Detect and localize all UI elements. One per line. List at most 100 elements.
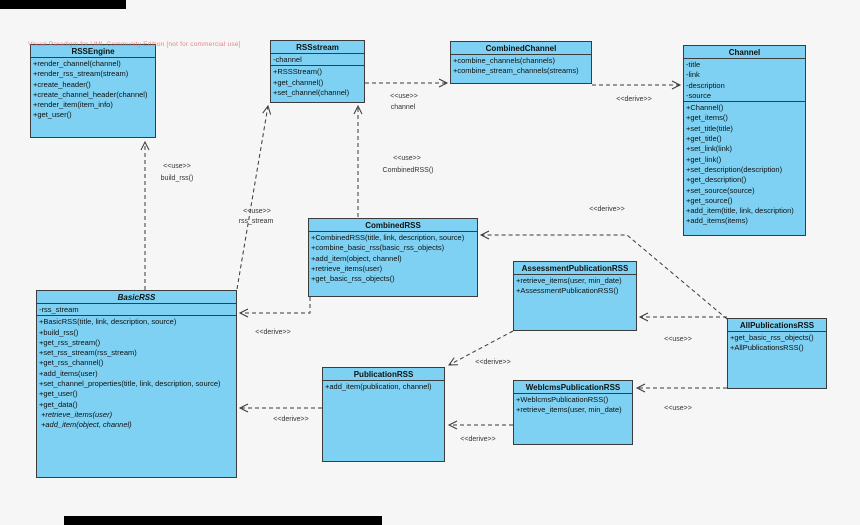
class-title-channel: Channel: [728, 48, 761, 57]
class-member: +set_title(title): [686, 123, 733, 133]
class-title-rssengine: RSSEngine: [71, 47, 115, 56]
class-member: +build_rss(): [39, 327, 79, 337]
class-rssengine[interactable]: RSSEngine +render_channel(channel)+rende…: [30, 44, 156, 138]
methods-assessmentpublicationrss: +retrieve_items(user, min_date)+Assessme…: [514, 274, 636, 330]
edge-label: CombinedRSS(): [383, 167, 434, 174]
class-member: +get_user(): [39, 389, 78, 399]
class-member: +get_link(): [686, 154, 722, 164]
class-member: +add_item(object, channel): [311, 253, 402, 263]
class-assessmentpublicationrss[interactable]: AssessmentPublicationRSS +retrieve_items…: [513, 261, 637, 331]
class-member: +get_items(): [686, 113, 728, 123]
class-member: +get_title(): [686, 134, 722, 144]
class-member: +get_basic_rss_objects(): [730, 333, 814, 342]
class-member: +get_data(): [39, 399, 78, 409]
attributes-basicrss: -rss_stream: [37, 303, 236, 315]
class-member: +add_item(object, channel): [41, 420, 132, 430]
class-member: +get_channel(): [273, 77, 324, 87]
class-member: +render_item(item_info): [33, 100, 113, 110]
class-member: +add_items(items): [686, 216, 748, 226]
methods-channel: +Channel()+get_items()+set_title(title)+…: [684, 101, 805, 235]
class-member: +get_rss_stream(): [39, 337, 101, 347]
class-weblcmspublicationrss[interactable]: WeblcmsPublicationRSS +WeblcmsPublicatio…: [513, 380, 633, 445]
scan-artifact-top: [0, 0, 126, 9]
class-combinedchannel[interactable]: CombinedChannel +combine_channels(channe…: [450, 41, 592, 84]
edge-label: rss_stream: [239, 218, 274, 225]
edge-label: build_rss(): [161, 175, 194, 182]
class-title-weblcmspublicationrss: WeblcmsPublicationRSS: [525, 383, 621, 392]
visual-paradigm-watermark: Visual Paradigm for UML Community Editio…: [28, 41, 241, 48]
class-member: +combine_basic_rss(basic_rss_objects): [311, 243, 445, 253]
class-member: +add_item(publication, channel): [325, 382, 432, 391]
edge-stereotype: <<use>>: [390, 93, 418, 100]
class-member: +combine_channels(channels): [453, 56, 555, 65]
class-member: +AllPublicationsRSS(): [730, 343, 804, 353]
class-member: +set_channel_properties(title, link, des…: [39, 379, 221, 389]
class-member: -description: [686, 80, 725, 90]
class-member: +get_source(): [686, 195, 733, 205]
class-member: +retrieve_items(user): [41, 409, 113, 419]
attributes-channel: -title-link-description-source: [684, 58, 805, 101]
class-member: +set_source(source): [686, 185, 755, 195]
abstract-methods-basicrss: +retrieve_items(user)+add_item(object, c…: [39, 410, 234, 431]
class-member: +get_rss_channel(): [39, 358, 104, 368]
edge-stereotype: <<use>>: [393, 155, 421, 162]
class-combinedrss[interactable]: CombinedRSS +CombinedRSS(title, link, de…: [308, 218, 478, 297]
methods-weblcmspublicationrss: +WeblcmsPublicationRSS()+retrieve_items(…: [514, 393, 632, 444]
edge-stereotype: <<derive>>: [475, 359, 510, 366]
class-member: +retrieve_items(user): [311, 263, 383, 273]
class-title-allpublicationsrss: AllPublicationsRSS: [739, 321, 815, 330]
class-title-publicationrss: PublicationRSS: [353, 370, 414, 379]
class-channel[interactable]: Channel -title-link-description-source +…: [683, 45, 806, 236]
class-member: +render_channel(channel): [33, 59, 121, 68]
class-member: +Channel(): [686, 103, 724, 113]
class-title-assessmentpublicationrss: AssessmentPublicationRSS: [521, 264, 629, 273]
attributes-rssstream: -channel: [271, 53, 364, 65]
class-member: +retrieve_items(user, min_date): [516, 276, 622, 285]
class-member: +render_rss_stream(stream): [33, 69, 129, 79]
class-basicrss[interactable]: BasicRSS -rss_stream +BasicRSS(title, li…: [36, 290, 237, 478]
class-title-combinedrss: CombinedRSS: [365, 221, 421, 230]
class-member: +set_rss_stream(rss_stream): [39, 348, 137, 358]
class-member: +retrieve_items(user, min_date): [516, 405, 622, 415]
scan-artifact-bottom: [64, 516, 382, 525]
methods-combinedrss: +CombinedRSS(title, link, description, s…: [309, 231, 477, 296]
class-member: +RSSStream(): [273, 67, 322, 77]
class-publicationrss[interactable]: PublicationRSS +add_item(publication, ch…: [322, 367, 445, 462]
class-member: +get_description(): [686, 175, 747, 185]
methods-publicationrss: +add_item(publication, channel): [323, 380, 444, 461]
class-member: +combine_stream_channels(streams): [453, 66, 579, 76]
edge-stereotype: <<derive>>: [616, 96, 651, 103]
edge-stereotype: <<derive>>: [589, 206, 624, 213]
edge-stereotype: <<derive>>: [255, 329, 290, 336]
edge-assessmentpublicationrss-to-publicationrss[interactable]: [448, 330, 514, 366]
methods-allpublicationsrss: +get_basic_rss_objects()+AllPublications…: [728, 331, 826, 388]
class-member: +create_header(): [33, 79, 91, 89]
methods-combinedchannel: +combine_channels(channels)+combine_stre…: [451, 54, 591, 83]
methods-rssengine: +render_channel(channel)+render_rss_stre…: [31, 57, 155, 137]
class-member: -title: [686, 60, 701, 69]
class-title-rssstream: RSSstream: [296, 43, 339, 52]
class-member: +AssessmentPublicationRSS(): [516, 286, 619, 296]
class-allpublicationsrss[interactable]: AllPublicationsRSS +get_basic_rss_object…: [727, 318, 827, 389]
class-member: +get_basic_rss_objects(): [311, 274, 395, 284]
class-member: +add_items(user): [39, 368, 98, 378]
edge-basicrss-to-rssstream[interactable]: [236, 104, 272, 290]
class-member: -link: [686, 70, 700, 80]
methods-rssstream: +RSSStream()+get_channel()+set_channel(c…: [271, 65, 364, 102]
class-member: +WeblcmsPublicationRSS(): [516, 395, 609, 404]
edge-stereotype: <<use>>: [664, 336, 692, 343]
edge-stereotype: <<use>>: [243, 208, 271, 215]
class-member: +create_channel_header(channel): [33, 89, 148, 99]
methods-basicrss: +BasicRSS(title, link, description, sour…: [37, 315, 236, 477]
class-rssstream[interactable]: RSSstream -channel +RSSStream()+get_chan…: [270, 40, 365, 103]
class-title-combinedchannel: CombinedChannel: [485, 44, 557, 53]
class-member: +get_user(): [33, 110, 72, 120]
concrete-methods-basicrss: +BasicRSS(title, link, description, sour…: [39, 317, 234, 410]
class-member: +BasicRSS(title, link, description, sour…: [39, 317, 177, 327]
class-member: +add_item(title, link, description): [686, 206, 794, 216]
class-member: +set_channel(channel): [273, 87, 350, 97]
edge-stereotype: <<use>>: [163, 163, 191, 170]
edge-stereotype: <<derive>>: [273, 416, 308, 423]
edge-combinedrss-to-basicrss[interactable]: [238, 297, 311, 318]
